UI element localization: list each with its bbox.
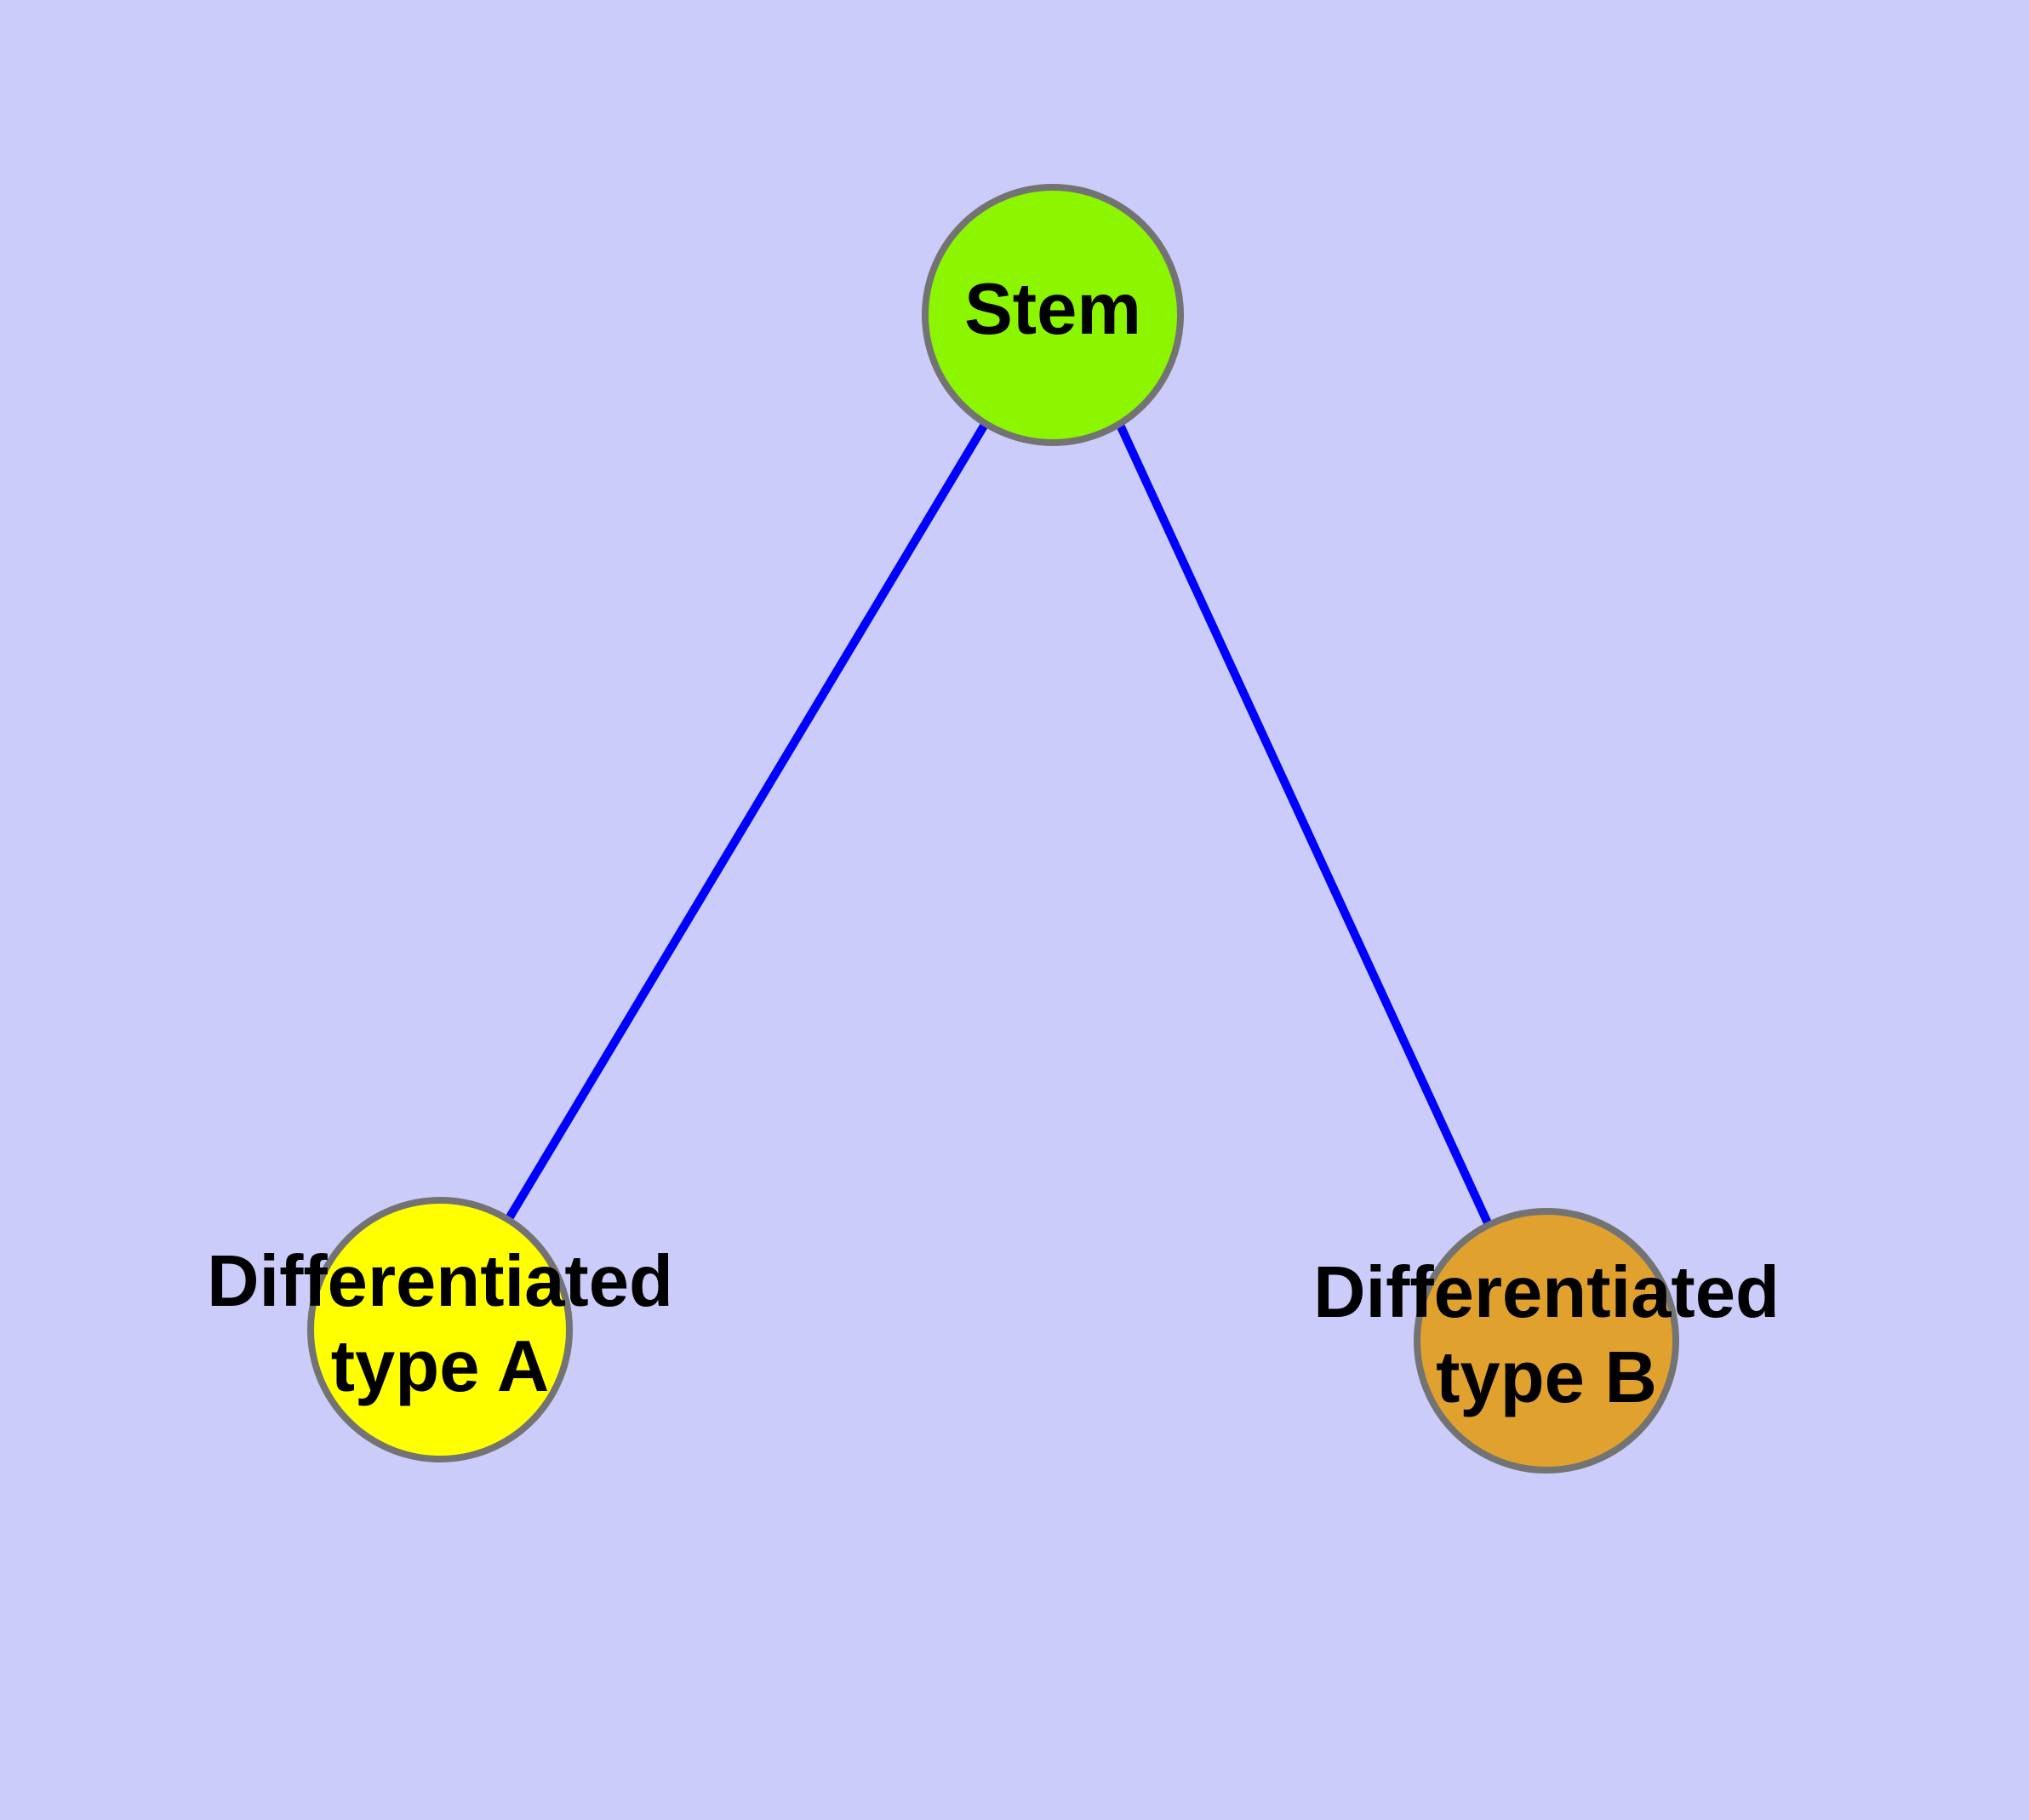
edge-layer — [504, 421, 1494, 1229]
edge-stem-to-diff-a — [504, 421, 990, 1222]
diff-b-node-circle[interactable] — [1414, 1208, 1679, 1474]
diff-a-node-circle[interactable] — [307, 1197, 573, 1462]
stem-node-label: Stem — [964, 269, 1141, 350]
edge-stem-to-diff-b — [1115, 421, 1494, 1229]
node-stem[interactable]: Stem — [922, 184, 1184, 446]
stem-node-circle[interactable] — [922, 184, 1184, 446]
